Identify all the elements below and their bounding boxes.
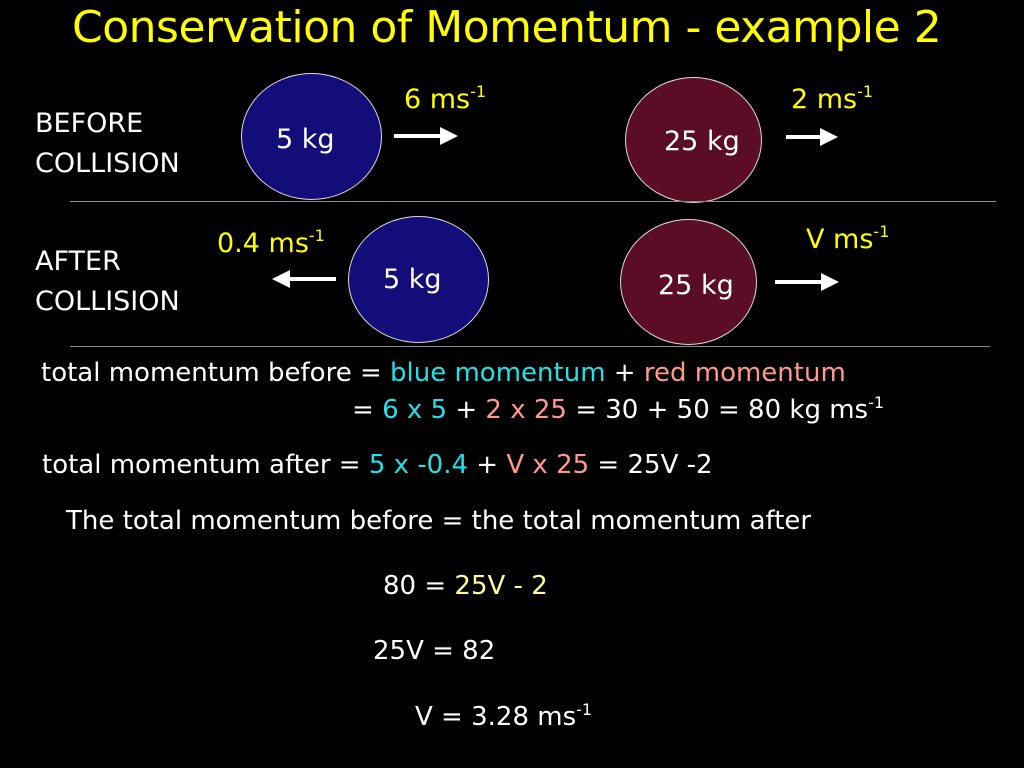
divider-line-2 [70,346,990,347]
after-red-mass: 25 kg [658,270,734,301]
momentum-before-prefix: total momentum before = [41,358,391,388]
before-blue-arrow-icon [394,127,458,145]
before-label-line1: BEFORE [35,108,144,139]
after-blue-speed-value: 0.4 ms [217,228,309,259]
after-red-ball [620,219,757,345]
before-label: BEFORE COLLISION [35,104,180,184]
calc-result-exp: -1 [868,393,885,412]
red-momentum-term: red momentum [643,358,846,388]
after-label-line1: AFTER [35,246,121,277]
after-blue-arrow-icon [272,270,336,288]
before-blue-speed: 6 ms-1 [404,82,487,115]
momentum-before-calc: = 6 x 5 + 2 x 25 = 30 + 50 = 80 kg ms-1 [352,393,885,425]
before-red-ball [625,77,762,203]
before-red-speed-exp: -1 [857,82,874,101]
conservation-statement: The total momentum before = the total mo… [66,506,812,536]
before-red-speed-value: 2 ms [791,84,858,115]
divider-line [70,201,996,202]
before-red-arrow-icon [786,128,838,146]
blue-momentum-term: blue momentum [390,358,606,388]
calc-result: = 30 + 50 = 80 kg ms [566,395,869,425]
plus-sign: + [605,358,644,388]
momentum-after-prefix: total momentum after = [42,450,369,480]
before-blue-speed-value: 6 ms [404,84,471,115]
after-blue-mass: 5 kg [383,264,442,295]
after-plus: + [468,450,507,480]
before-red-mass: 25 kg [664,126,740,157]
after-red-speed-exp: -1 [873,222,890,241]
before-label-line2: COLLISION [35,148,180,179]
after-blue-speed-exp: -1 [308,226,325,245]
blue-product: 6 x 5 [382,395,448,425]
after-red-speed: V ms-1 [806,222,890,255]
calc-equals: = [352,395,383,425]
after-red-arrow-icon [775,273,839,291]
momentum-after-line: total momentum after = 5 x -0.4 + V x 25… [42,450,713,480]
equation-1: 80 = 25V - 2 [383,571,548,601]
after-blue-speed: 0.4 ms-1 [217,226,325,259]
after-label-line2: COLLISION [35,286,180,317]
after-red-speed-value: V ms [806,224,874,255]
equation-2: 25V = 82 [373,636,496,666]
before-blue-speed-exp: -1 [470,82,487,101]
calc-plus: + [447,395,486,425]
before-blue-mass: 5 kg [276,124,335,155]
before-red-speed: 2 ms-1 [791,82,874,115]
equation-3-value: V = 3.28 ms [415,702,577,732]
after-blue-product: 5 x -0.4 [368,450,469,480]
equation-1-right: 25V - 2 [454,571,548,601]
equation-1-left: 80 = [383,571,455,601]
after-result: = 25V -2 [589,450,713,480]
equation-3: V = 3.28 ms-1 [415,700,593,732]
equation-3-exp: -1 [576,700,593,719]
red-product: 2 x 25 [485,395,567,425]
after-label: AFTER COLLISION [35,242,180,322]
page-title: Conservation of Momentum - example 2 [72,2,942,53]
before-blue-ball [241,73,382,200]
after-blue-ball [348,216,489,343]
momentum-before-line: total momentum before = blue momentum + … [41,358,846,388]
after-red-product: V x 25 [506,450,590,480]
